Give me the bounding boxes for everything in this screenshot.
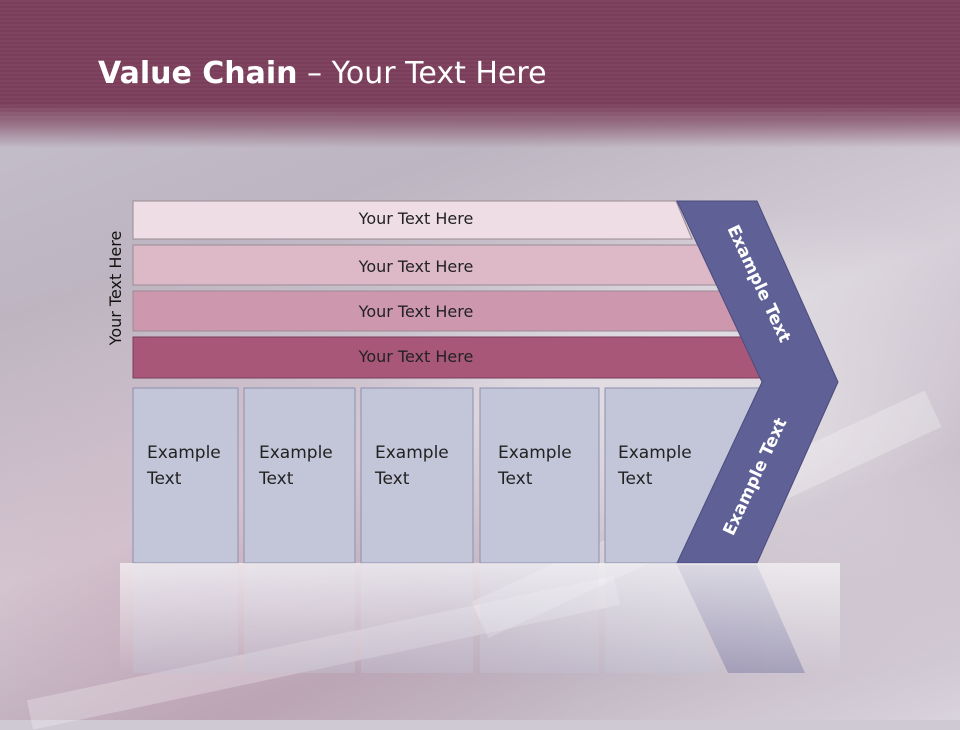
band: Your Text Here	[132, 200, 693, 240]
box-4-shape	[479, 387, 600, 564]
reflection-fade	[120, 563, 840, 673]
slide-title: Value Chain – Your Text Here	[98, 52, 547, 96]
box-3-line2: Text	[374, 469, 410, 489]
band-1-shape	[132, 200, 693, 240]
title-bold: Value Chain	[98, 56, 298, 91]
box-5-line1: Example	[618, 443, 692, 463]
box-3-line1: Example	[375, 443, 449, 463]
title-bar	[0, 0, 960, 148]
box-5-line2: Text	[617, 469, 653, 489]
box-2-shape	[243, 387, 356, 564]
box-2-line1: Example	[259, 443, 333, 463]
title-bar-texture	[0, 0, 960, 118]
box-1-line2: Text	[146, 469, 182, 489]
band-3-label: Your Text Here	[358, 302, 474, 321]
band-4-label: Your Text Here	[358, 347, 474, 366]
band-1-label: Your Text Here	[358, 209, 474, 228]
box: Example Text	[132, 387, 239, 564]
box: Example Text	[243, 387, 356, 564]
box-1-shape	[132, 387, 239, 564]
box: Example Text	[360, 387, 474, 564]
band: Your Text Here	[132, 336, 764, 379]
band: Your Text Here	[132, 244, 718, 286]
title-rest: – Your Text Here	[297, 56, 547, 91]
box-4-line1: Example	[498, 443, 572, 463]
box-4-line2: Text	[497, 469, 533, 489]
box-2-line2: Text	[258, 469, 294, 489]
box: Example Text	[479, 387, 600, 564]
box-1-line1: Example	[147, 443, 221, 463]
box-3-shape	[360, 387, 474, 564]
band: Your Text Here	[132, 290, 741, 332]
band-2-label: Your Text Here	[358, 257, 474, 276]
